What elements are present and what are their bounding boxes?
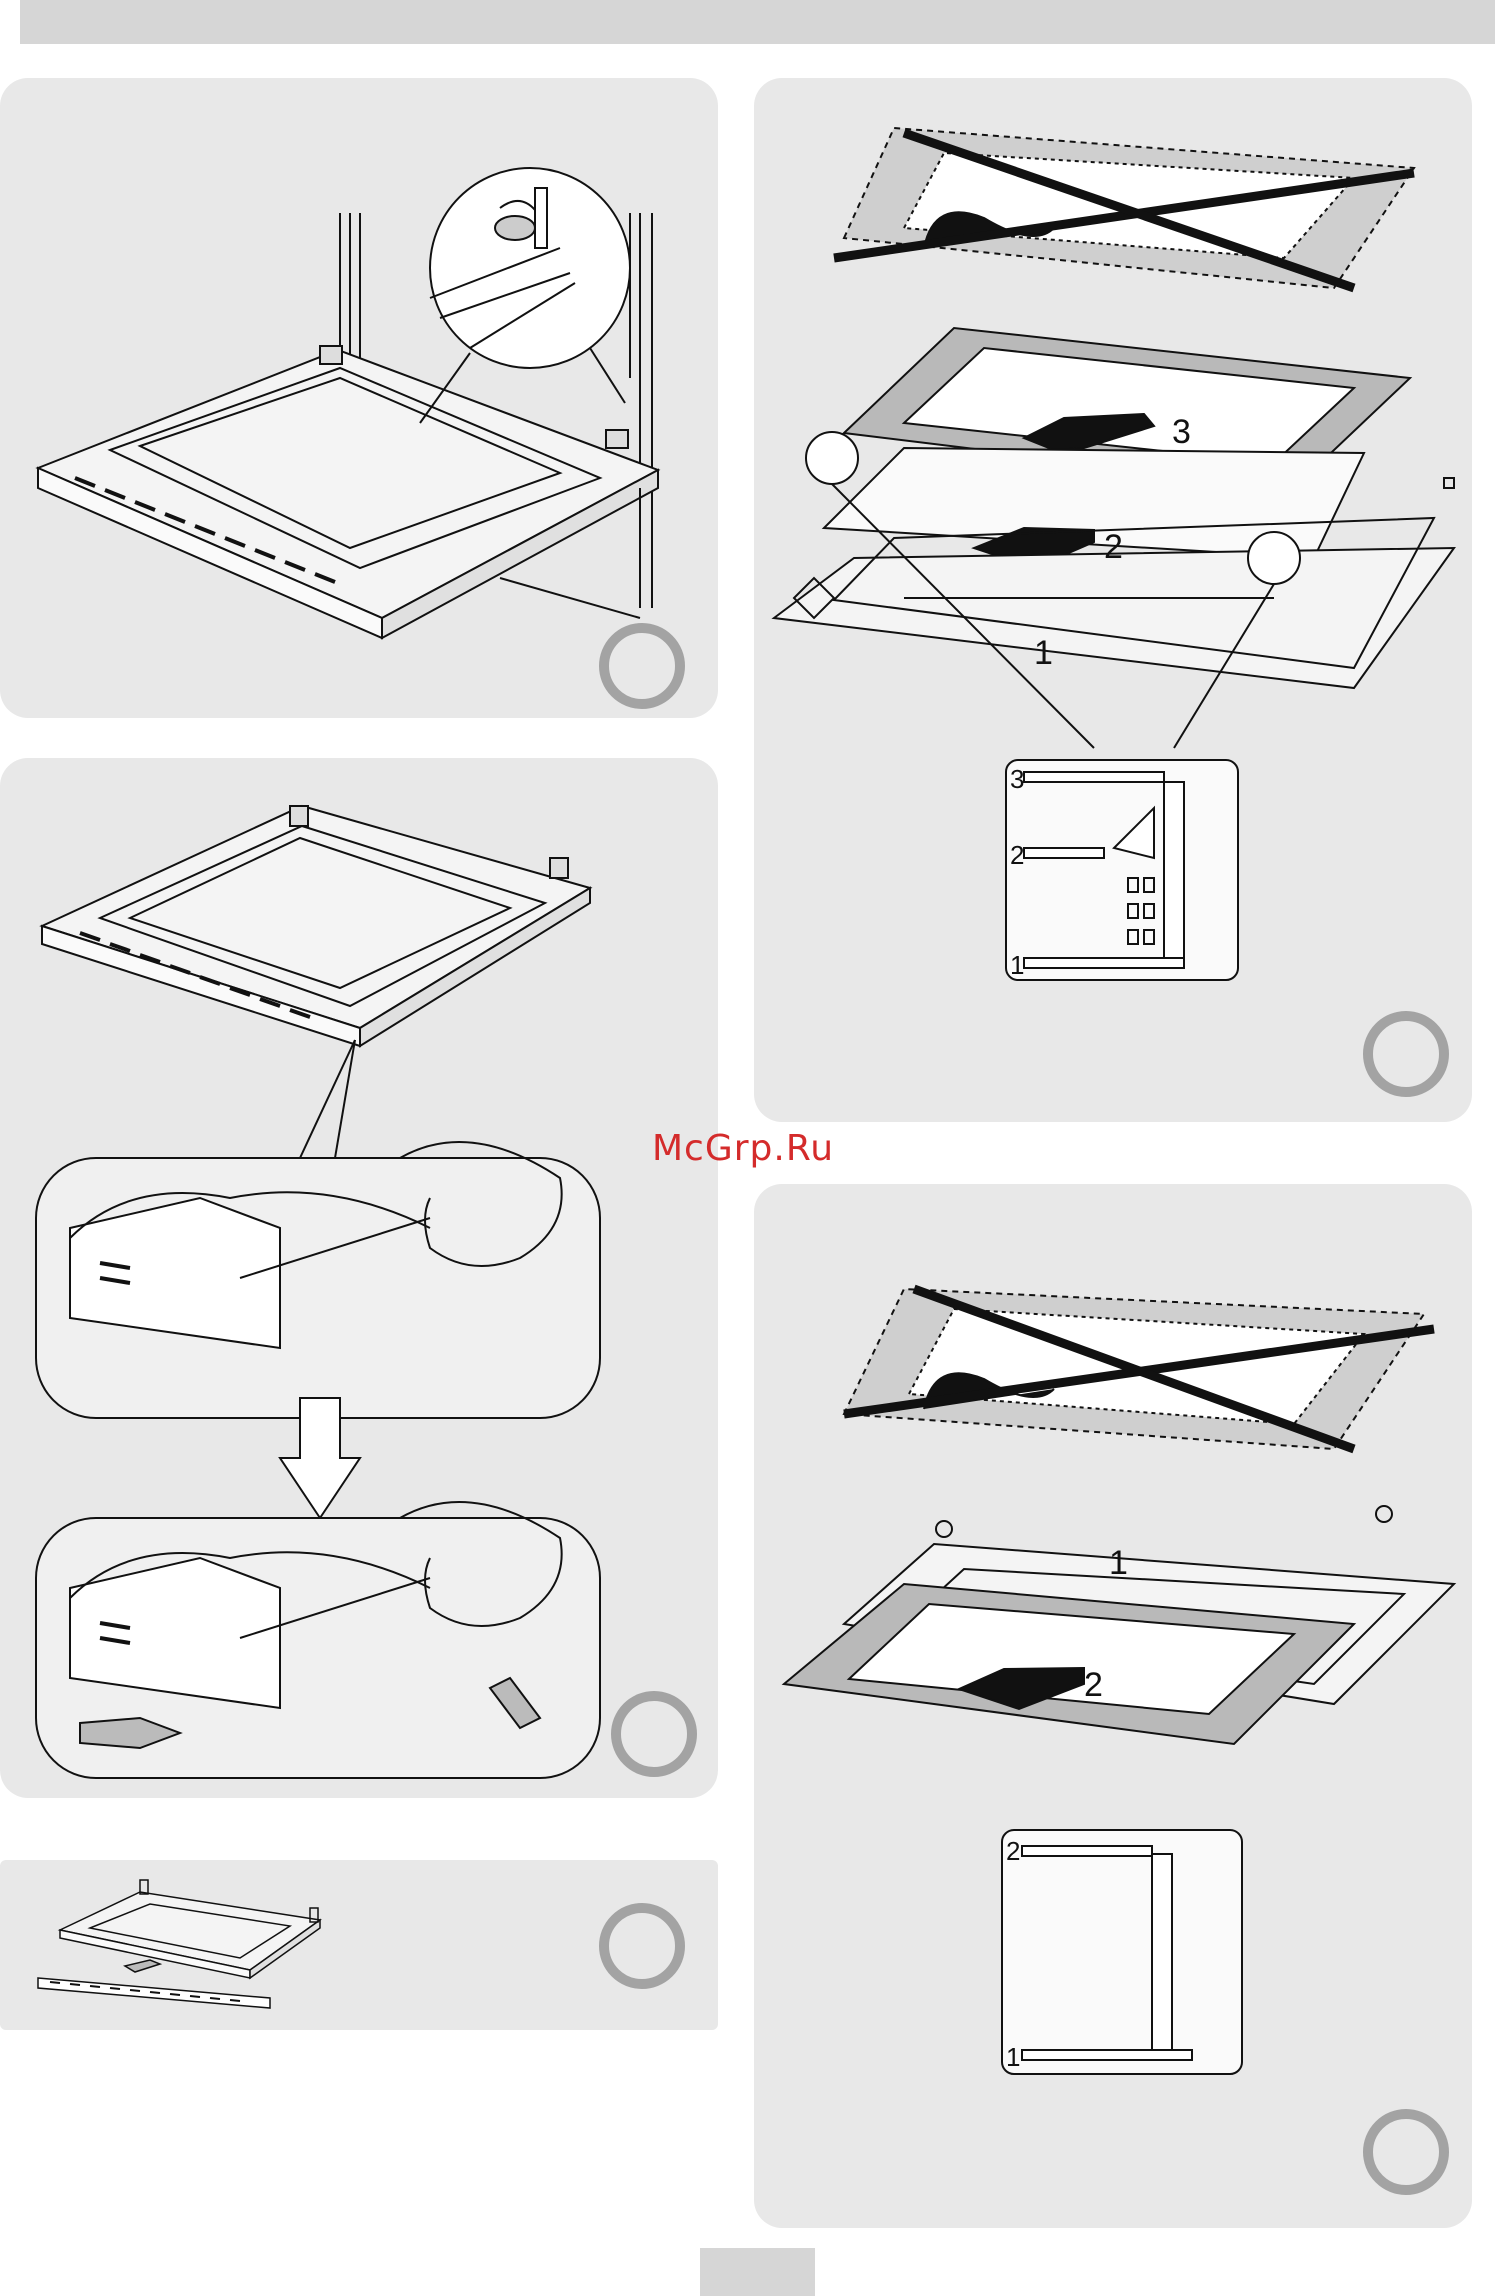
profile-removed-illustration <box>0 1860 718 2030</box>
detail-label-2: 2 <box>1006 1836 1020 1866</box>
glass-label-2: 2 <box>1104 528 1123 566</box>
step-circle <box>1368 2114 1444 2190</box>
panel-three-glasses: 3 2 1 3 2 1 <box>754 78 1472 1122</box>
glass-label-2: 2 <box>1084 1666 1103 1704</box>
detail-label-1: 1 <box>1010 950 1024 980</box>
door-hinge-illustration <box>0 78 718 718</box>
step-circle <box>604 628 680 704</box>
page-number-tab <box>700 2248 815 2296</box>
panel-remove-profile <box>0 758 718 1798</box>
watermark: McGrp.Ru <box>652 1128 834 1169</box>
panel-door-hinge <box>0 78 718 718</box>
detail-label-1: 1 <box>1006 2042 1020 2072</box>
step-circle <box>1368 1016 1444 1092</box>
header-bar <box>20 0 1495 44</box>
glass-label-1: 1 <box>1109 1544 1128 1582</box>
panel-profile-removed <box>0 1860 718 2030</box>
step-circle <box>616 1696 692 1772</box>
detail-label-2: 2 <box>1010 840 1024 870</box>
glass-label-1: 1 <box>1034 634 1053 672</box>
step-circle <box>604 1908 680 1984</box>
glass-label-3: 3 <box>1172 413 1191 451</box>
two-glasses-illustration: 1 2 2 1 <box>754 1184 1472 2228</box>
three-glasses-illustration: 3 2 1 3 2 1 <box>754 78 1472 1122</box>
panel-two-glasses: 1 2 2 1 <box>754 1184 1472 2228</box>
remove-profile-illustration <box>0 758 718 1798</box>
detail-label-3: 3 <box>1010 764 1024 794</box>
